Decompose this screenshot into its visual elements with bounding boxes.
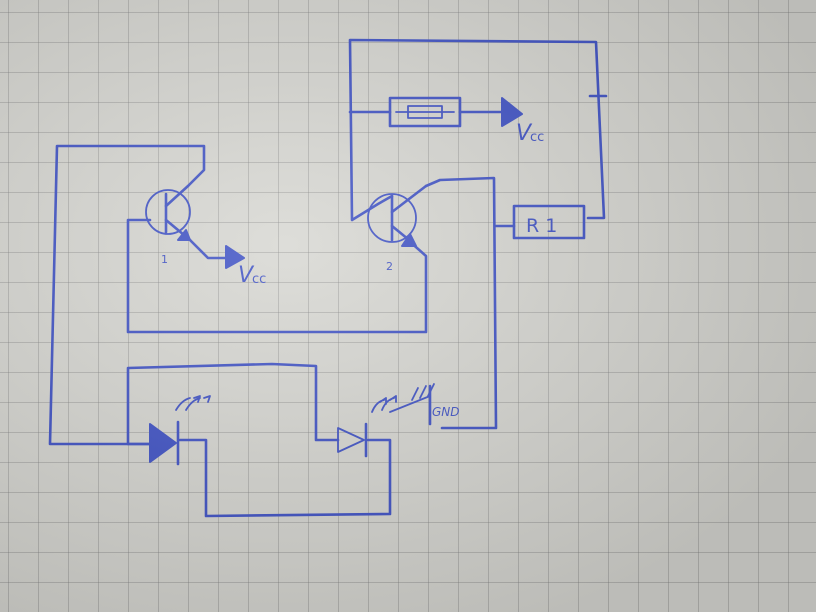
transistor-q2: 2 bbox=[367, 184, 428, 273]
wire-q1-base-to-q2-emitter bbox=[126, 218, 428, 334]
transistor-q1-emitter-arrow bbox=[177, 229, 191, 241]
vcc-label-1: V cc bbox=[238, 263, 266, 288]
transistor-q1-collector bbox=[164, 184, 190, 208]
photodiode-2-triangle bbox=[337, 427, 365, 453]
transistor-q1-number: 1 bbox=[161, 253, 168, 266]
wire-top-loop bbox=[348, 38, 606, 222]
vcc-arrow-1 bbox=[225, 245, 245, 269]
wire-led-top-loop bbox=[126, 362, 340, 446]
svg-text:V: V bbox=[238, 263, 255, 288]
transistor-q2-emitter-arrow bbox=[401, 233, 417, 247]
wire-q2-collector-right bbox=[424, 176, 498, 430]
ground-wire bbox=[389, 395, 431, 413]
resistor-r1-body bbox=[512, 204, 586, 240]
transistor-q2-number: 2 bbox=[386, 260, 393, 273]
transistor-q2-collector bbox=[390, 184, 428, 214]
vcc-label-2: V cc bbox=[516, 121, 544, 146]
led-1-light-rays bbox=[175, 395, 211, 411]
wire-q1-collector-outer-loop bbox=[48, 144, 206, 446]
transistor-q1-body bbox=[145, 189, 191, 235]
resistor-r1: R 1 bbox=[512, 204, 586, 240]
led-1 bbox=[149, 395, 211, 466]
vcc-label-1-sub: cc bbox=[252, 272, 266, 287]
resistor-r1-label: R 1 bbox=[526, 215, 557, 237]
led-1-triangle bbox=[149, 423, 177, 463]
photodiode-2-light-rays bbox=[371, 395, 397, 413]
crystal-component bbox=[388, 96, 462, 128]
ground-label: GND bbox=[432, 405, 460, 419]
vcc-label-2-sub: cc bbox=[530, 130, 544, 145]
svg-text:V: V bbox=[516, 121, 533, 146]
vcc-arrow-2 bbox=[501, 97, 523, 127]
photodiode-2 bbox=[337, 395, 397, 458]
transistor-q2-body bbox=[367, 193, 417, 243]
wire-led-bottom-loop bbox=[178, 438, 392, 518]
transistor-q1: 1 bbox=[145, 184, 192, 266]
ground-symbol: GND bbox=[389, 383, 460, 426]
wire-q1-emitter-vcc bbox=[188, 238, 230, 260]
